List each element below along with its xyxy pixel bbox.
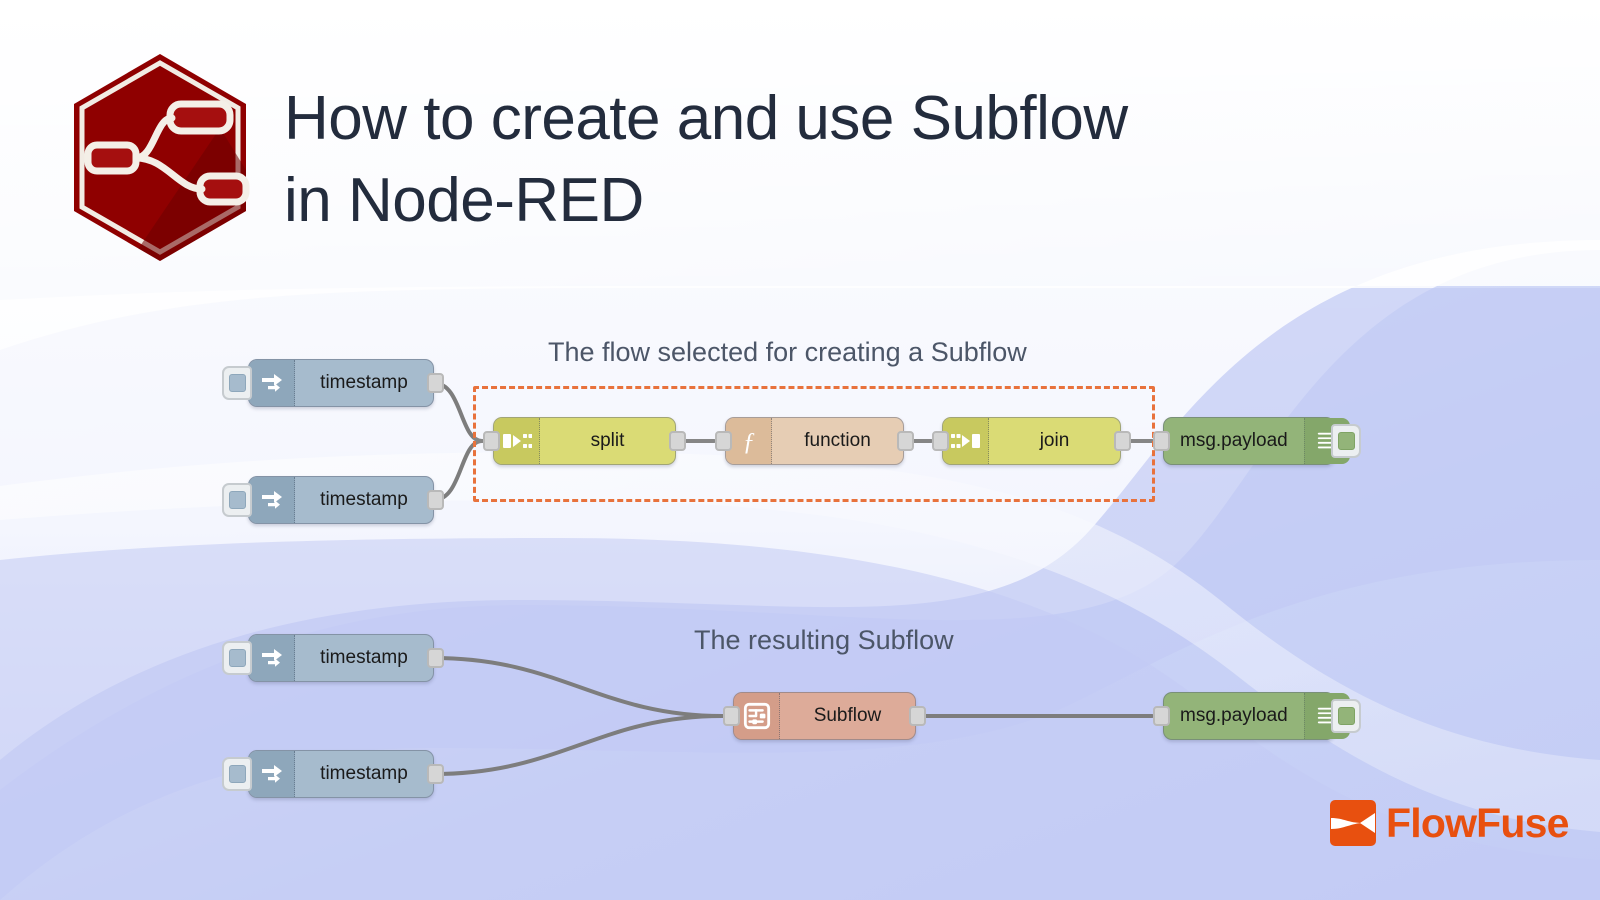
output-port[interactable]	[1114, 431, 1131, 451]
node-red-hexagon-logo-icon	[74, 54, 250, 261]
svg-text:ƒ: ƒ	[742, 428, 754, 455]
node-inject-timestamp-4[interactable]: timestamp	[222, 750, 444, 798]
function-f-icon: ƒ	[726, 418, 772, 464]
output-port[interactable]	[909, 706, 926, 726]
flowfuse-wordmark: FlowFuse	[1386, 799, 1569, 846]
output-port[interactable]	[427, 648, 444, 668]
inject-trigger-button-4[interactable]	[222, 757, 252, 791]
output-port[interactable]	[897, 431, 914, 451]
page-title: How to create and use Subflow in Node-RE…	[284, 84, 1128, 236]
inject-trigger-button-1[interactable]	[222, 366, 252, 400]
node-debug-msg-payload-1[interactable]: msg.payload	[1153, 417, 1361, 465]
node-label: timestamp	[320, 372, 408, 393]
inject-trigger-button-3[interactable]	[222, 641, 252, 675]
input-port[interactable]	[483, 431, 500, 451]
node-label: timestamp	[320, 763, 408, 784]
caption-bottom-flow: The resulting Subflow	[694, 625, 954, 655]
wire-inject3-to-subflow	[432, 656, 724, 718]
node-inject-timestamp-3[interactable]: timestamp	[222, 634, 444, 682]
subflow-icon	[734, 693, 780, 739]
node-split[interactable]: split	[483, 417, 686, 465]
output-port[interactable]	[427, 764, 444, 784]
node-label: join	[1039, 430, 1070, 451]
node-label: timestamp	[320, 647, 408, 668]
inject-arrow-icon	[249, 751, 295, 797]
debug-enable-button-2[interactable]	[1331, 699, 1361, 733]
node-label: Subflow	[813, 705, 882, 726]
output-port[interactable]	[669, 431, 686, 451]
node-inject-timestamp-2[interactable]: timestamp	[222, 476, 444, 524]
node-label: timestamp	[320, 489, 408, 510]
input-port[interactable]	[1153, 706, 1170, 726]
node-label: msg.payload	[1180, 430, 1288, 451]
node-function[interactable]: ƒ function	[715, 417, 914, 465]
node-debug-msg-payload-2[interactable]: msg.payload	[1153, 692, 1361, 740]
inject-arrow-icon	[249, 635, 295, 681]
node-label: msg.payload	[1180, 705, 1288, 726]
node-subflow[interactable]: Subflow	[723, 692, 926, 740]
input-port[interactable]	[932, 431, 949, 451]
flowfuse-mark-icon	[1330, 800, 1376, 846]
node-label: split	[590, 430, 625, 451]
input-port[interactable]	[1153, 431, 1170, 451]
inject-arrow-icon	[249, 477, 295, 523]
wire-inject4-to-subflow	[432, 714, 724, 776]
inject-trigger-button-2[interactable]	[222, 483, 252, 517]
flowfuse-brand: FlowFuse	[1330, 800, 1569, 846]
inject-arrow-icon	[249, 360, 295, 406]
output-port[interactable]	[427, 373, 444, 393]
input-port[interactable]	[715, 431, 732, 451]
debug-enable-button-1[interactable]	[1331, 424, 1361, 458]
output-port[interactable]	[427, 490, 444, 510]
split-icon	[494, 418, 540, 464]
input-port[interactable]	[723, 706, 740, 726]
node-inject-timestamp-1[interactable]: timestamp	[222, 359, 444, 407]
caption-top-flow: The flow selected for creating a Subflow	[548, 337, 1027, 367]
node-label: function	[804, 430, 871, 451]
poster-header: How to create and use Subflow in Node-RE…	[70, 50, 1128, 265]
node-join[interactable]: join	[932, 417, 1131, 465]
join-icon	[943, 418, 989, 464]
